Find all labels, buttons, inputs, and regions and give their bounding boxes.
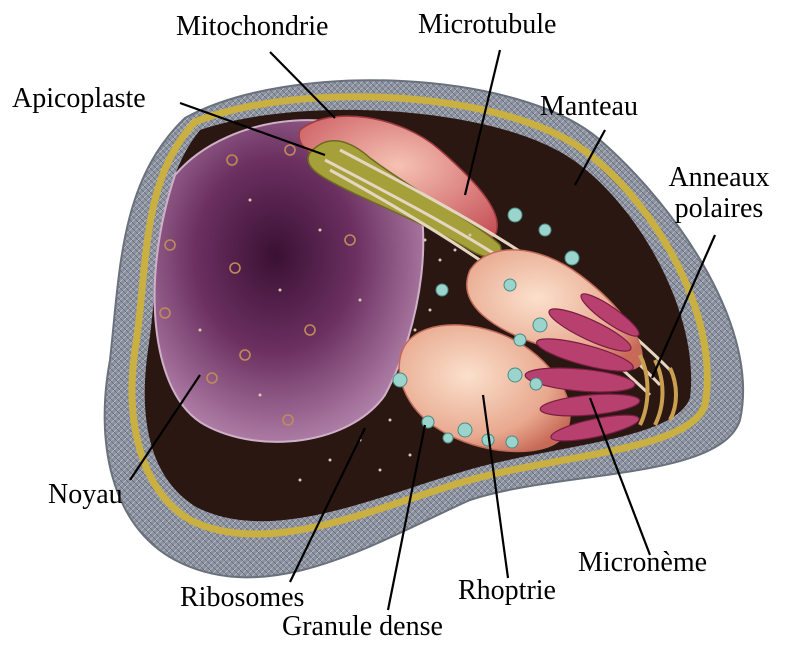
label-granule-dense: Granule dense	[282, 612, 443, 643]
label-anneaux-polaires: Anneaux polaires	[662, 163, 776, 225]
label-microneme: Micronème	[578, 548, 707, 579]
label-manteau: Manteau	[540, 92, 638, 123]
label-apicoplaste: Apicoplaste	[12, 84, 146, 115]
label-ribosomes: Ribosomes	[180, 583, 304, 614]
label-rhoptrie: Rhoptrie	[458, 576, 556, 607]
label-noyau: Noyau	[48, 480, 123, 511]
label-anneaux-line2: polaires	[662, 194, 776, 225]
label-mitochondrie: Mitochondrie	[176, 12, 328, 43]
label-microtubule: Microtubule	[418, 10, 556, 41]
label-anneaux-line1: Anneaux	[662, 163, 776, 194]
